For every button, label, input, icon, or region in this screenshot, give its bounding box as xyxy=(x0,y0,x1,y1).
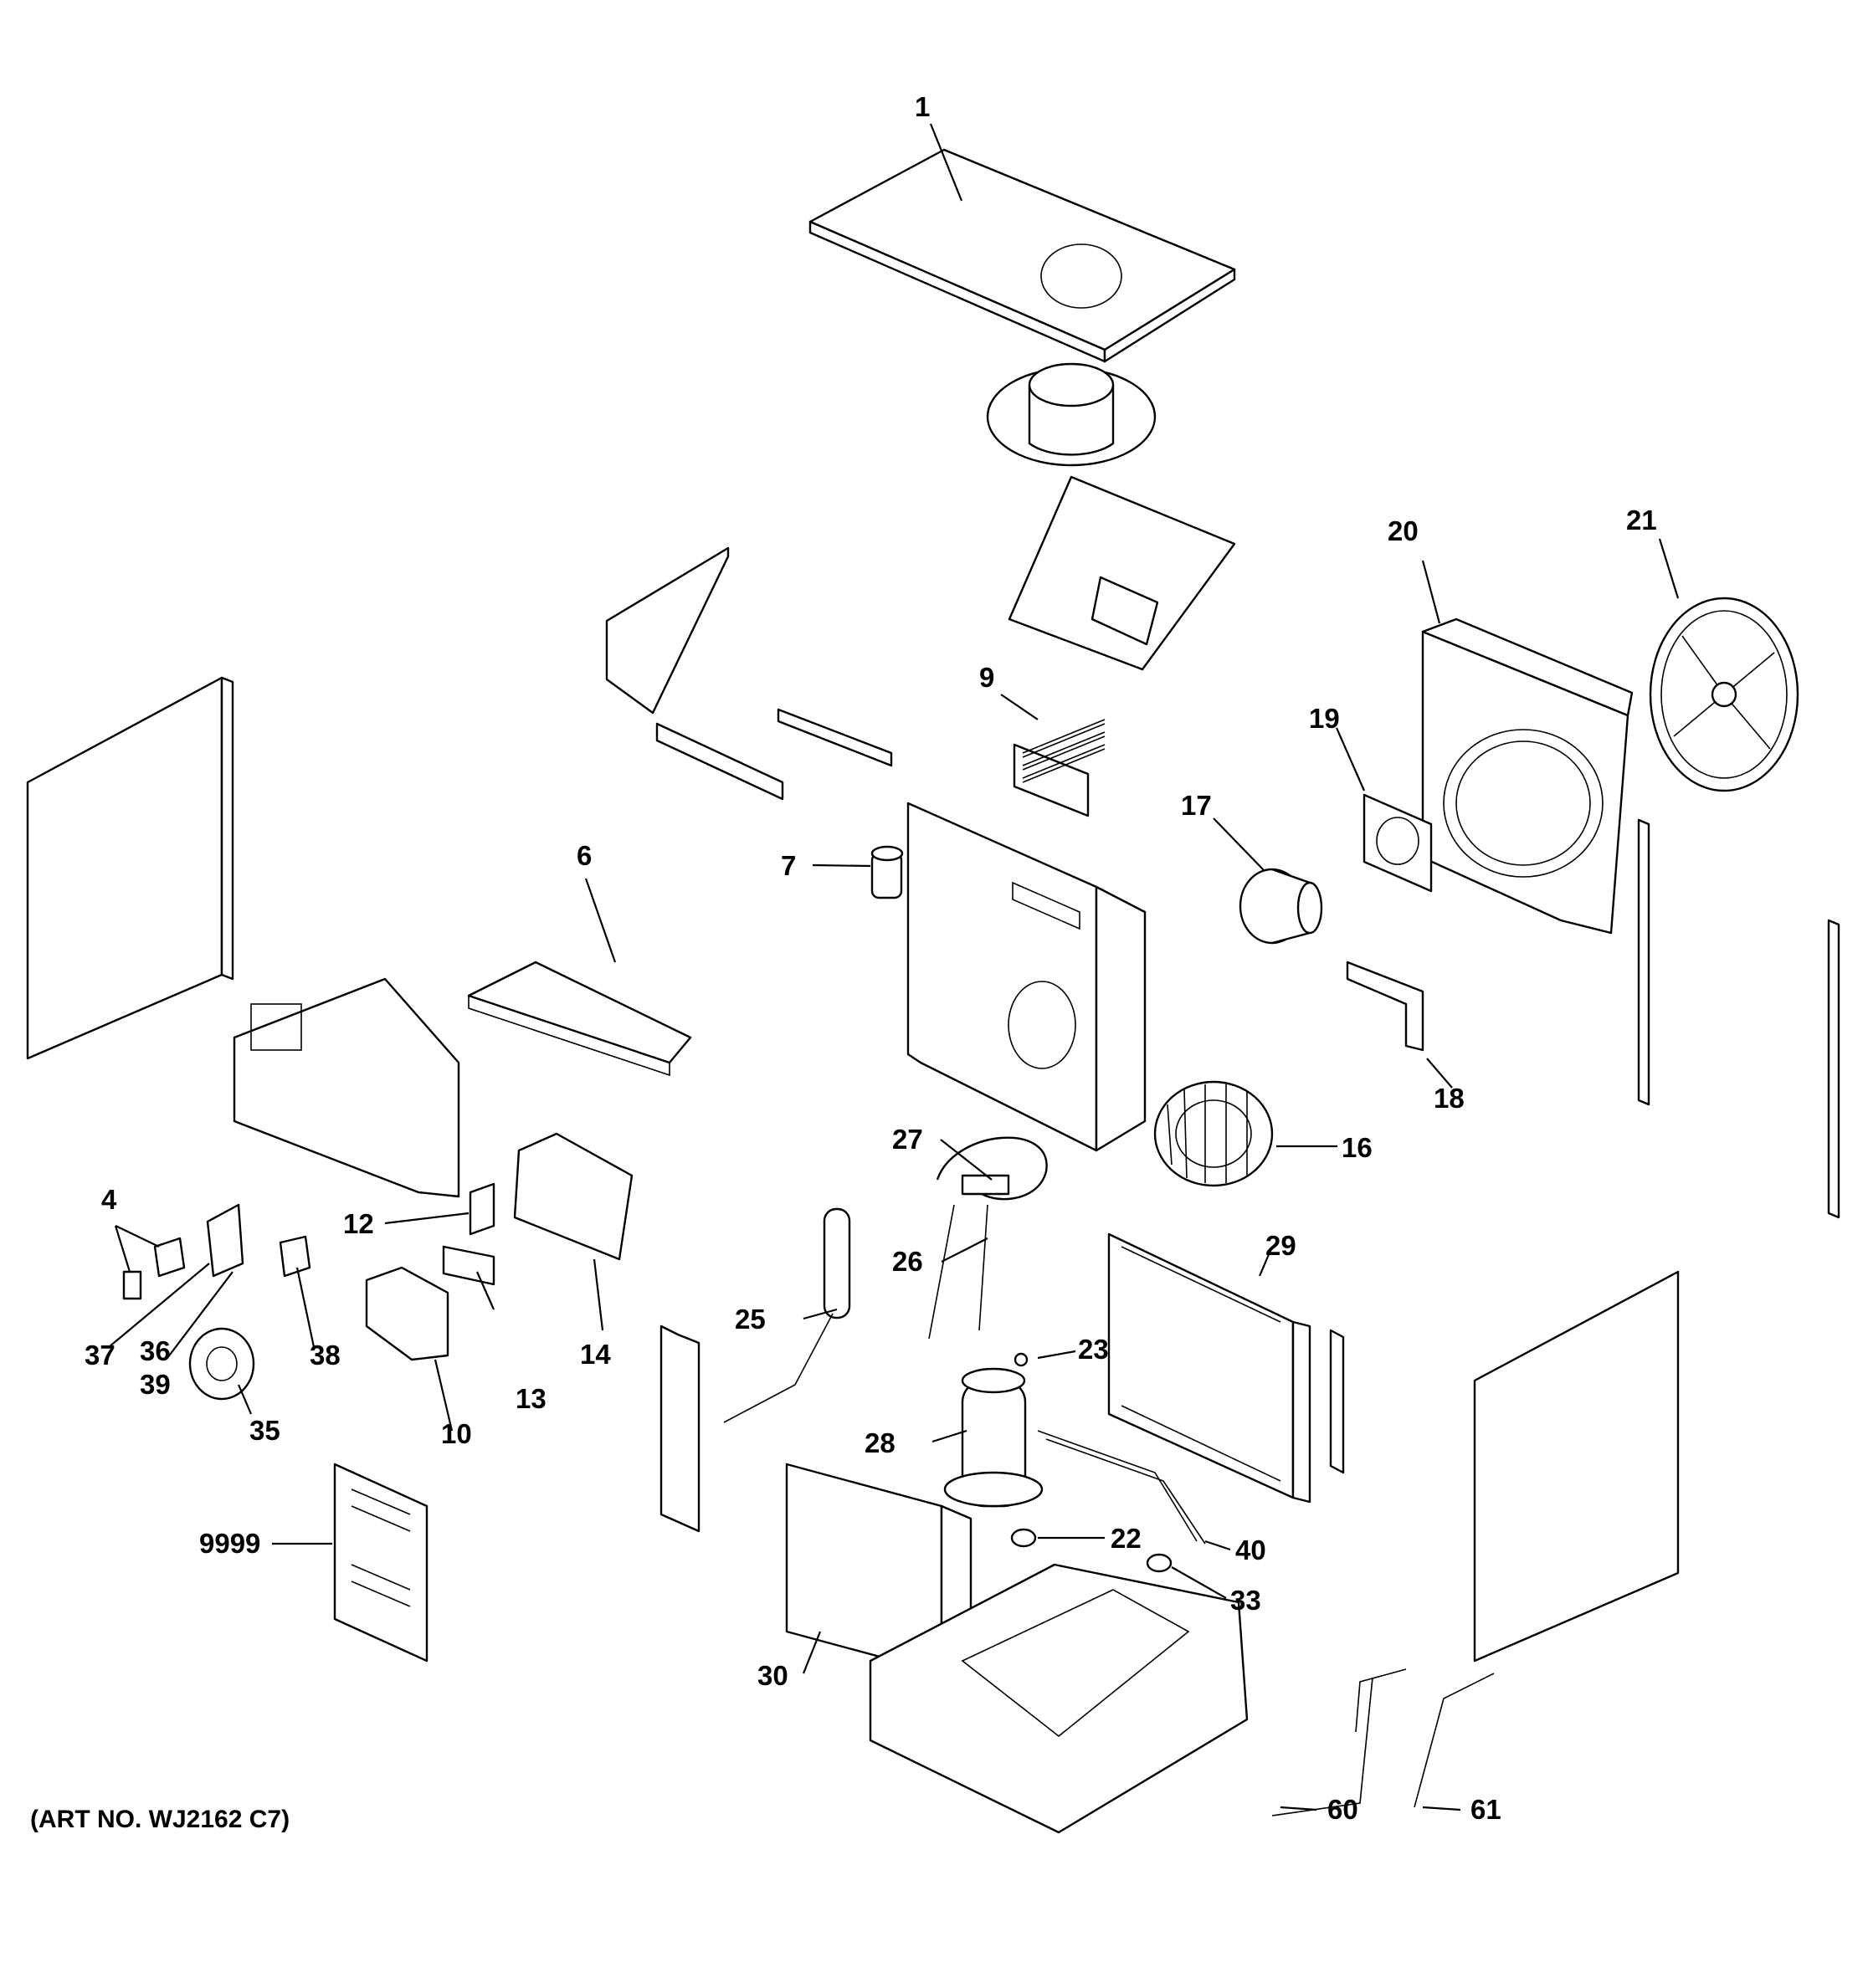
callout-23: 23 xyxy=(1078,1334,1109,1365)
callout-21: 21 xyxy=(1626,505,1657,535)
center-bulkhead-panel xyxy=(906,802,1147,1152)
callout-29: 29 xyxy=(1265,1230,1296,1261)
part-18-bracket xyxy=(1346,961,1424,1052)
callout-7: 7 xyxy=(781,850,797,881)
callout-38: 38 xyxy=(310,1340,341,1371)
callout-4: 4 xyxy=(101,1184,117,1215)
callout-22: 22 xyxy=(1111,1523,1142,1554)
callout-35: 35 xyxy=(249,1415,280,1446)
control-box-cover xyxy=(233,977,460,1198)
callout-26: 26 xyxy=(892,1246,923,1277)
part-7-capacitor xyxy=(870,845,904,899)
callout-61: 61 xyxy=(1470,1794,1501,1825)
callout-9999: 9999 xyxy=(199,1528,261,1559)
callout-25: 25 xyxy=(735,1304,766,1335)
callout-18: 18 xyxy=(1434,1083,1465,1114)
callout-19: 19 xyxy=(1309,703,1340,734)
callout-39: 39 xyxy=(140,1369,171,1400)
part-29-indoor-coil xyxy=(1107,1232,1311,1504)
part-28-compressor xyxy=(943,1367,1044,1508)
part-4-relay xyxy=(122,1237,186,1300)
part-37-terminal-block xyxy=(206,1203,244,1278)
right-strip-upper xyxy=(1637,818,1650,1106)
callout-30: 30 xyxy=(757,1660,788,1691)
callout-13: 13 xyxy=(516,1383,547,1414)
callout-40: 40 xyxy=(1235,1535,1266,1565)
callout-9: 9 xyxy=(979,662,995,693)
part-13-display xyxy=(442,1245,495,1286)
callout-28: 28 xyxy=(865,1427,896,1458)
part-35-motor xyxy=(188,1327,255,1401)
callout-60: 60 xyxy=(1327,1794,1358,1825)
right-strip-lower xyxy=(1329,1329,1345,1474)
part-38-relay xyxy=(279,1235,311,1278)
part-61-wire xyxy=(1414,1673,1495,1808)
base-pan xyxy=(869,1563,1249,1834)
callout-33: 33 xyxy=(1230,1585,1261,1616)
part-9999-manual xyxy=(333,1463,429,1663)
part-10-control-board xyxy=(365,1266,449,1361)
part-21-fan-blade xyxy=(1649,597,1799,792)
callout-27: 27 xyxy=(892,1124,923,1155)
callout-36: 36 xyxy=(140,1335,171,1366)
right-side-panel xyxy=(1473,1270,1680,1663)
callout-16: 16 xyxy=(1342,1132,1373,1163)
part-33-sensor xyxy=(1146,1553,1173,1573)
right-strip-far xyxy=(1827,919,1840,1219)
part-27-reversing-valve xyxy=(936,1136,1048,1201)
part-9-heater-element xyxy=(1013,719,1106,817)
air-chute xyxy=(1008,475,1236,671)
upper-divider-panel xyxy=(605,546,893,801)
callout-14: 14 xyxy=(580,1339,611,1370)
part-60-wire xyxy=(1271,1668,1407,1816)
lower-left-strip xyxy=(659,1324,700,1533)
part-23-bolt xyxy=(1014,1352,1029,1367)
part-12-switch xyxy=(469,1182,495,1236)
part-19-motor-bracket xyxy=(1363,793,1433,893)
callout-6: 6 xyxy=(577,840,593,871)
part-40-tube xyxy=(1037,1430,1206,1545)
callout-1: 1 xyxy=(915,91,931,122)
callout-37: 37 xyxy=(85,1340,115,1371)
part-22-grommet xyxy=(1010,1528,1037,1548)
duct-collar-ring xyxy=(986,362,1157,467)
art-number-label: (ART NO. WJ2162 C7) xyxy=(30,1806,290,1833)
callout-12: 12 xyxy=(343,1208,374,1239)
part-1-top-panel xyxy=(808,148,1236,363)
part-17-blower-motor xyxy=(1239,868,1323,945)
leader-lines xyxy=(108,123,1680,1811)
part-16-blower-wheel xyxy=(1153,1080,1274,1187)
callout-17: 17 xyxy=(1181,790,1212,821)
left-side-panel xyxy=(26,676,234,1060)
part-25-tubing xyxy=(723,1207,851,1423)
part-20-fan-shroud xyxy=(1421,617,1634,935)
part-26-pipe xyxy=(928,1204,988,1340)
part-6-control-bracket xyxy=(467,961,692,1077)
callout-20: 20 xyxy=(1388,515,1419,546)
callout-10: 10 xyxy=(441,1418,472,1449)
part-14-bracket-panel xyxy=(513,1132,634,1261)
